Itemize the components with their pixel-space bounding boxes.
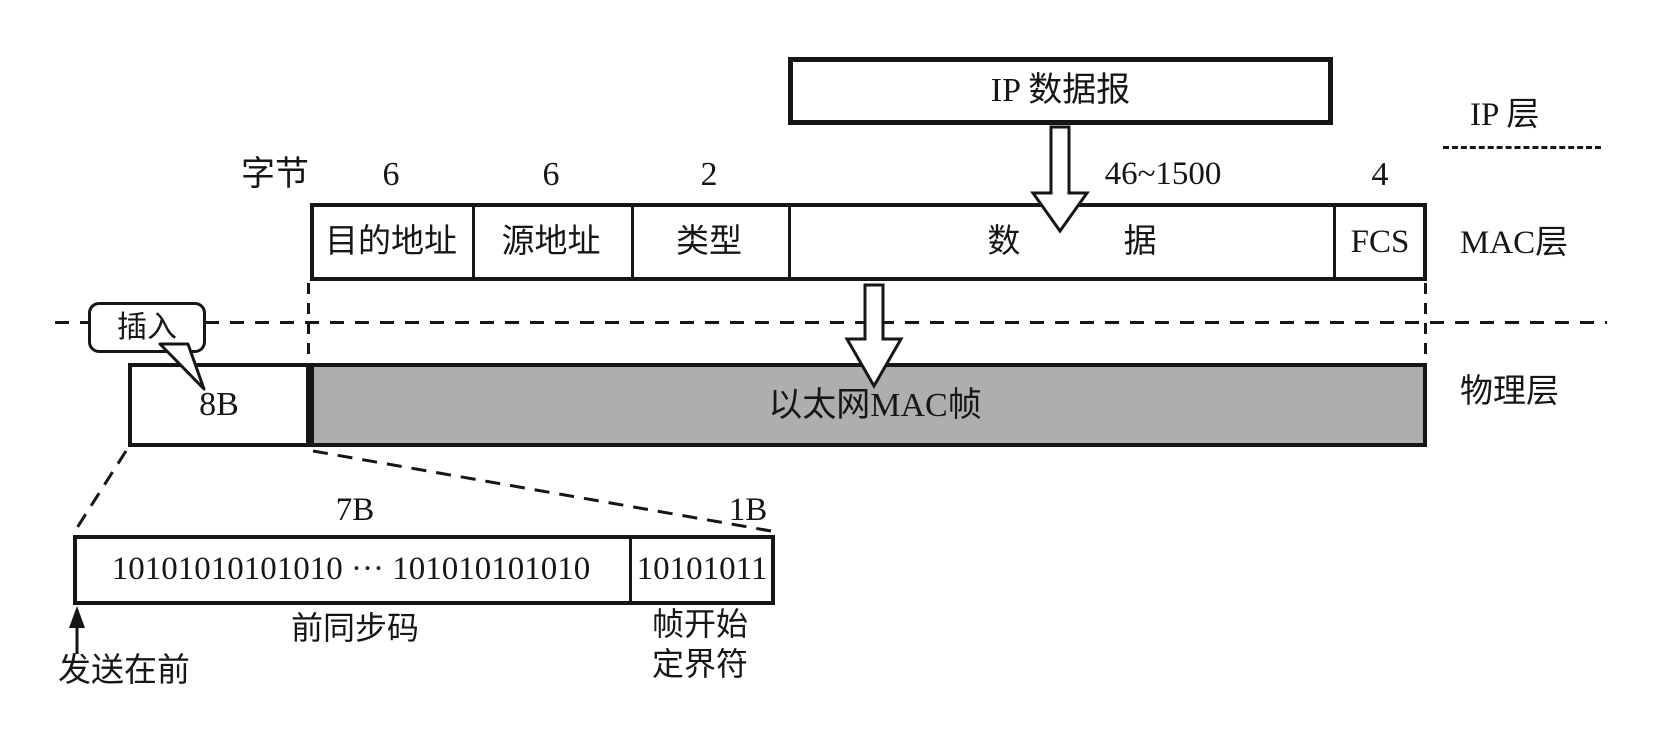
expansion-dashed-line-left — [73, 450, 128, 532]
ip-datagram-box: IP 数据报 — [788, 57, 1333, 125]
ip-layer-label: IP 层 — [1470, 97, 1540, 133]
ip-datagram-label: IP 数据报 — [990, 72, 1131, 109]
field-divider — [631, 207, 634, 277]
field-data: 数 据 — [987, 224, 1157, 260]
layer-separator-dashed-line — [55, 321, 1607, 324]
field-divider — [472, 207, 475, 277]
field-dest-address: 目的地址 — [325, 224, 457, 260]
byte-unit-label: 字节 — [241, 156, 309, 193]
preamble-bits: 10101010101010 ··· 101010101010 — [111, 551, 591, 587]
field-divider — [1333, 207, 1336, 277]
byte-count-fcs: 4 — [1371, 156, 1389, 193]
field-fcs: FCS — [1350, 224, 1410, 260]
field-divider — [629, 539, 632, 601]
insert-callout: 插入 — [88, 302, 206, 353]
preamble-detail-box — [73, 535, 775, 605]
up-arrow-send-first-head-icon — [69, 606, 85, 628]
sfd-bits: 10101011 — [636, 551, 768, 587]
byte-count-src: 6 — [542, 156, 560, 193]
dashed-connector-right — [1424, 283, 1427, 363]
send-first-label: 发送在前 — [58, 653, 190, 689]
preamble-8b-box: 8B — [128, 363, 310, 447]
preamble-8b-label: 8B — [199, 386, 239, 423]
field-divider — [788, 207, 791, 277]
preamble-caption: 前同步码 — [290, 610, 420, 646]
sfd-caption-line2: 定界符 — [651, 646, 749, 682]
field-src-address: 源地址 — [501, 224, 601, 260]
mac-layer-label: MAC层 — [1460, 225, 1569, 261]
physical-layer-label: 物理层 — [1460, 374, 1559, 410]
byte-count-dest: 6 — [382, 156, 400, 193]
sfd-caption-line1: 帧开始 — [651, 606, 749, 642]
byte-count-data: 46~1500 — [1104, 156, 1222, 192]
insert-callout-label: 插入 — [117, 310, 177, 344]
byte-count-type: 2 — [700, 156, 718, 193]
sfd-1b-label: 1B — [728, 492, 768, 528]
dashed-connector-left — [307, 283, 310, 363]
field-type: 类型 — [676, 224, 742, 260]
ip-layer-divider — [1443, 146, 1601, 149]
mac-frame-box — [310, 203, 1427, 281]
ethernet-mac-frame-label: 以太网MAC帧 — [768, 387, 982, 424]
expansion-dashed-line-right — [312, 449, 772, 533]
preamble-7b-label: 7B — [335, 492, 375, 528]
